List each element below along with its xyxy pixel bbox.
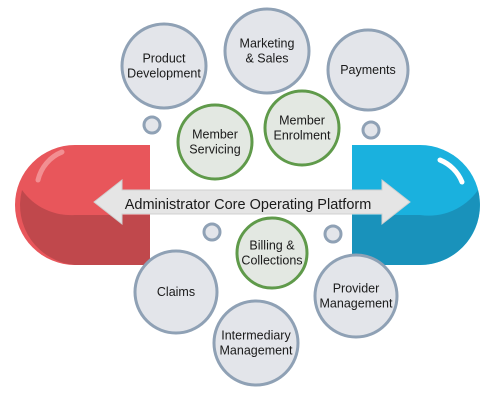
- left-capsule-half: [15, 145, 151, 265]
- node-label-line: Servicing: [189, 143, 240, 157]
- left-capsule-shade: [20, 190, 151, 265]
- connector-dot: [202, 222, 222, 242]
- connector-dot: [142, 115, 162, 135]
- double-arrow-shape: [93, 178, 411, 226]
- node-label-line: Member: [192, 128, 238, 142]
- connector-dot: [361, 120, 381, 140]
- right-capsule-shade: [352, 190, 480, 265]
- outer-node-circle: [133, 249, 219, 335]
- node-claims: Claims: [133, 249, 219, 335]
- node-label-line: Provider: [333, 282, 380, 296]
- node-billing-collections: Billing &Collections: [235, 216, 309, 290]
- node-label-line: Collections: [241, 254, 302, 268]
- core-node-circle: [176, 103, 254, 181]
- node-label-line: Payments: [340, 63, 396, 77]
- node-label-line: Marketing: [240, 37, 295, 51]
- platform-label: Administrator Core Operating Platform: [125, 197, 372, 213]
- outer-node-circle: [223, 7, 311, 95]
- node-label-line: Claims: [157, 285, 195, 299]
- node-label-line: Member: [279, 114, 325, 128]
- left-capsule-highlight: [35, 149, 65, 183]
- node-label-line: Product: [142, 52, 186, 66]
- node-label-line: Management: [320, 297, 393, 311]
- node-payments: Payments: [326, 28, 410, 112]
- right-capsule-half: [352, 145, 480, 265]
- outer-node-circle: [326, 28, 410, 112]
- platform-banner: Administrator Core Operating Platform: [93, 178, 411, 226]
- outer-node-circle: [120, 22, 208, 110]
- core-node-circle: [235, 216, 309, 290]
- right-capsule-highlight: [437, 157, 465, 185]
- node-label-line: & Sales: [245, 52, 288, 66]
- outer-node-circle: [212, 299, 300, 387]
- node-label-line: Development: [127, 67, 201, 81]
- node-label-line: Billing &: [249, 239, 295, 253]
- node-label-line: Management: [220, 344, 293, 358]
- core-node-circle: [263, 89, 341, 167]
- node-label-line: Intermediary: [221, 329, 291, 343]
- connector-dot: [323, 224, 343, 244]
- node-label-line: Enrolment: [274, 129, 331, 143]
- node-marketing-sales: Marketing& Sales: [223, 7, 311, 95]
- connector-dots: [142, 115, 381, 244]
- outer-node-circle: [313, 253, 399, 339]
